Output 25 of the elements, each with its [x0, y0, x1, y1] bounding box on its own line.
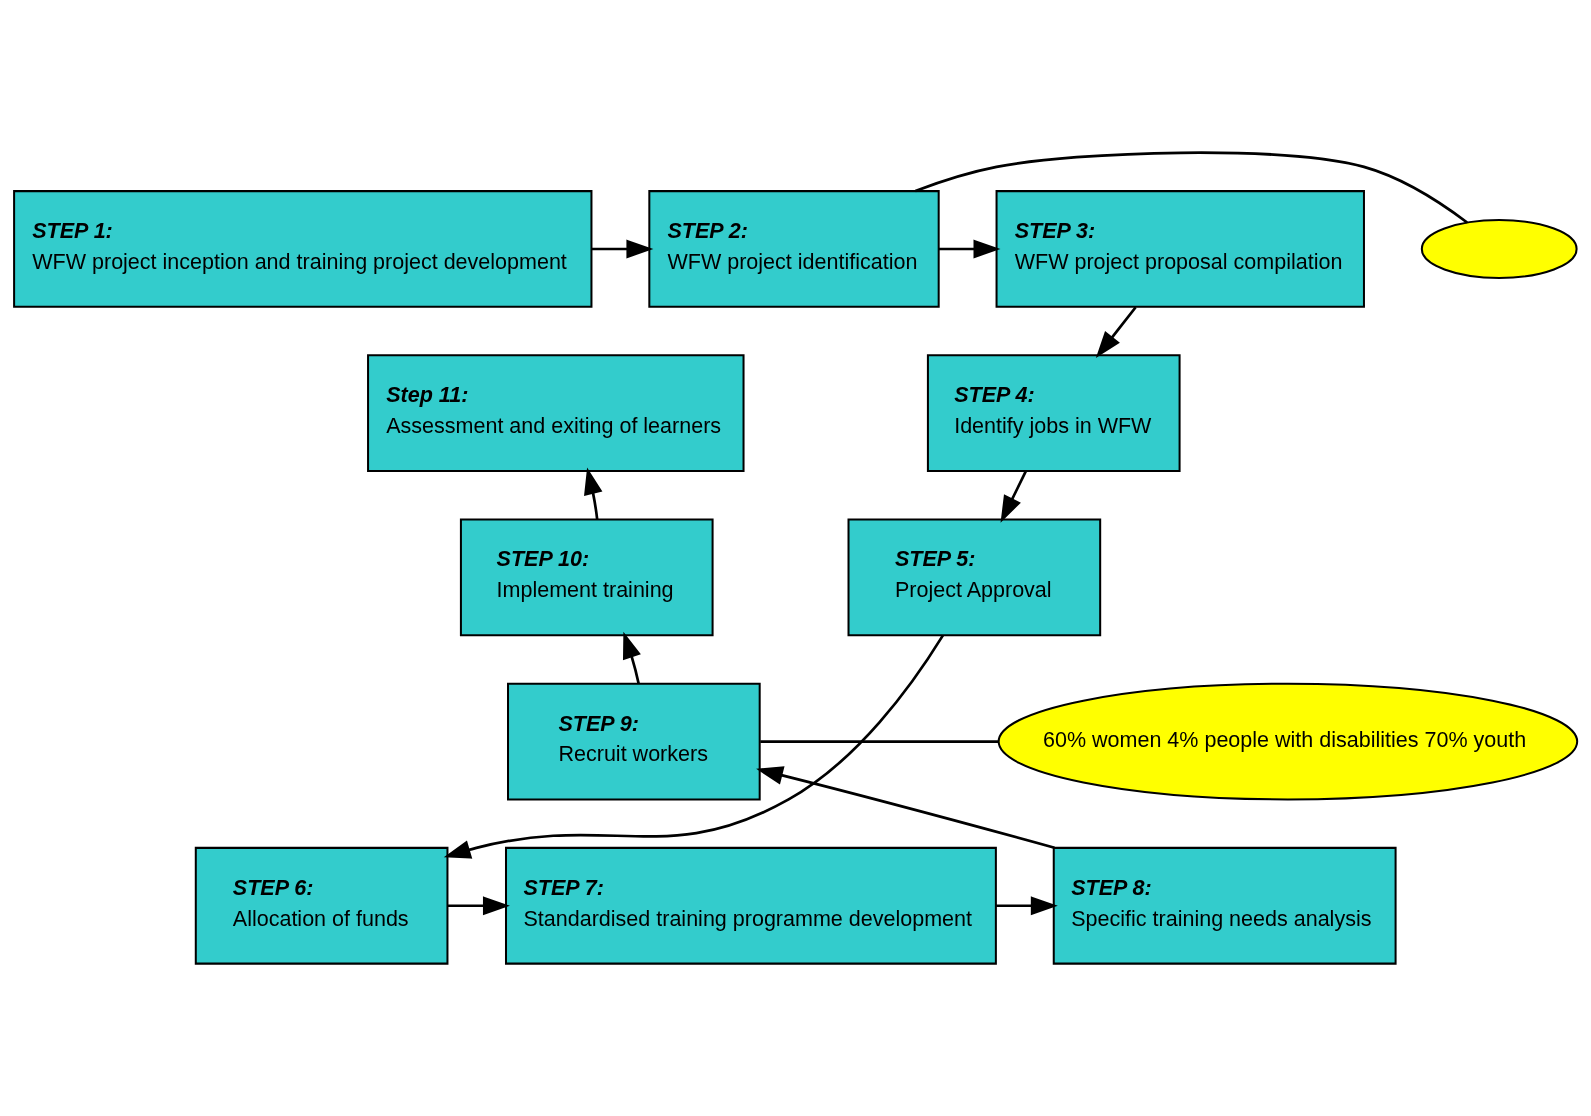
node-box: STEP 2: WFW project identification: [648, 190, 940, 308]
arrow: [756, 766, 1055, 849]
connector: [760, 740, 999, 743]
node-box: STEP 7: Standardised training programme development: [505, 846, 997, 965]
node-box: STEP 10: Implement training: [459, 518, 714, 637]
node-box: STEP 9: Recruit workers: [507, 682, 761, 801]
node-cloud: [1420, 219, 1578, 279]
arrow: [443, 634, 945, 859]
node-box: STEP 1: WFW project inception and training project development: [13, 190, 593, 308]
arrow: [591, 239, 654, 259]
connector: [914, 151, 1468, 224]
arrow: [1095, 306, 1137, 359]
arrow: [996, 896, 1058, 916]
node-box: STEP 5: Project Approval: [847, 518, 1102, 637]
arrow: [622, 631, 641, 684]
arrow: [447, 896, 510, 916]
node-box: STEP 3: WFW project proposal compilation: [995, 190, 1365, 308]
node-box: STEP 4: Identify jobs in WFW: [926, 354, 1181, 473]
arrow: [584, 467, 603, 520]
node-box: Step 11: Assessment and exiting of learners: [367, 354, 745, 473]
node-ellipse: 60% women 4% people with disabilities 70% youth: [997, 682, 1579, 801]
node-box: STEP 6: Allocation of funds: [194, 846, 449, 965]
arrow: [1000, 470, 1027, 523]
node-box: STEP 8: Specific training needs analysis: [1052, 846, 1397, 965]
arrow: [938, 239, 1001, 259]
